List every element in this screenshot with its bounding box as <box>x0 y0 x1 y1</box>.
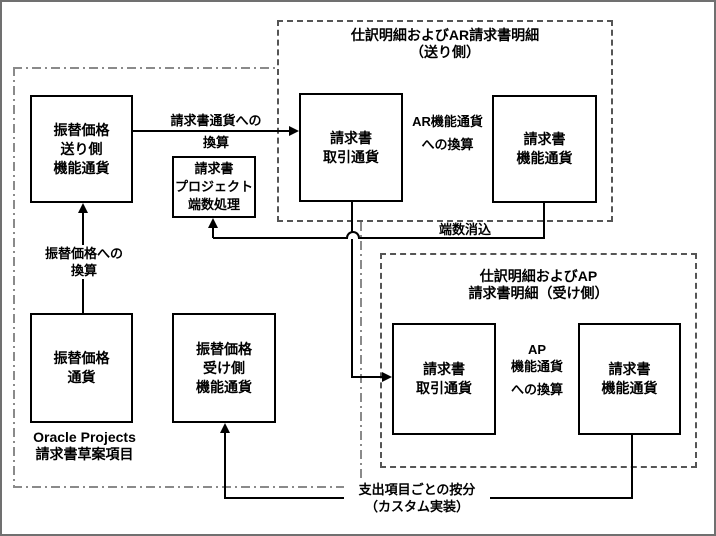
box-line: 請求書 <box>194 161 234 176</box>
box-line: 請求書 <box>608 361 651 377</box>
box-line: 取引通貨 <box>323 148 379 165</box>
arrowhead-to-tpsend-icon <box>78 203 88 213</box>
connector-proration-up <box>224 433 226 499</box>
left-region-caption-line1: Oracle Projects <box>33 429 136 445</box>
label-conv-ap-line3: への換算 <box>510 382 563 397</box>
box-line: 請求書 <box>330 129 372 146</box>
arrowhead-to-artxn-icon <box>289 126 299 136</box>
label-proration-line1: 支出項目ごとの按分 <box>358 482 476 497</box>
ap-region-title: 仕訳明細およびAP 請求書明細（受け側） <box>400 268 677 302</box>
left-region-border-left <box>13 67 15 488</box>
connector-apfunc-down <box>631 435 633 499</box>
box-line: 機能通貨 <box>53 159 110 176</box>
box-line: 送り側 <box>60 140 103 157</box>
arrowhead-to-tprecv-icon <box>220 423 230 433</box>
ar-region-title-line2: （送り側） <box>410 44 480 60</box>
box-ar-invoice-functional-currency: 請求書 機能通貨 <box>492 95 597 203</box>
box-line: 請求書 <box>523 131 566 147</box>
label-conv-tp: 振替価格への 換算 <box>40 245 128 279</box>
box-line: 機能通貨 <box>196 378 252 395</box>
box-line: 取引通貨 <box>416 380 472 396</box>
box-ap-invoice-functional-currency: 請求書 機能通貨 <box>578 323 681 435</box>
box-line: 請求書 <box>423 361 465 377</box>
line-hop <box>346 231 360 239</box>
box-transfer-price-currency: 振替価格 通貨 <box>30 313 133 423</box>
connector-rounding-up <box>212 227 214 238</box>
ar-region-title: 仕訳明細およびAR請求書明細 （送り側） <box>287 27 603 61</box>
label-conv-ar-line2: への換算 <box>421 137 474 152</box>
connector-artxn-to-aptxn <box>351 376 383 378</box>
box-invoice-project-rounding: 請求書 プロジェクト 端数処理 <box>172 156 256 218</box>
box-line: 機能通貨 <box>516 150 573 166</box>
left-region-border-right <box>360 222 362 488</box>
label-proration-line2: （カスタム実装） <box>364 499 469 514</box>
box-line: 機能通貨 <box>601 380 658 396</box>
box-transfer-price-send-functional: 振替価格 送り側 機能通貨 <box>30 95 133 203</box>
label-conv-ap-line2: 機能通貨 <box>510 359 563 374</box>
ap-region-title-line1: 仕訳明細およびAP <box>479 268 598 284</box>
arrowhead-to-rounding-icon <box>208 218 218 228</box>
box-line: 振替価格 <box>196 340 252 357</box>
connector-rounding-left-seg <box>213 237 346 239</box>
label-conv-ar-line1: AR機能通貨 <box>412 114 483 129</box>
left-region-border-bottom <box>13 486 362 488</box>
ap-region <box>380 253 697 468</box>
arrowhead-to-aptxn-icon <box>382 372 392 382</box>
connector-rounding-right-seg <box>360 237 545 239</box>
label-proration: 支出項目ごとの按分 （カスタム実装） <box>344 481 490 515</box>
label-conv-invoice-line2: 換算 <box>202 135 229 150</box>
box-transfer-price-recv-functional: 振替価格 受け側 機能通貨 <box>172 313 276 423</box>
connector-arfunc-down <box>543 203 545 239</box>
label-conv-tp-line1: 振替価格への <box>44 246 123 261</box>
box-line: 通貨 <box>67 369 96 385</box>
label-conv-tp-line2: 換算 <box>70 263 97 278</box>
box-ap-invoice-transaction-currency: 請求書 取引通貨 <box>392 323 496 435</box>
label-conv-invoice-line1: 請求書通貨への <box>170 113 262 128</box>
box-line: 振替価格 <box>53 350 110 366</box>
left-region-caption: Oracle Projects 請求書草案項目 <box>17 429 152 463</box>
ar-region-title-line1: 仕訳明細およびAR請求書明細 <box>350 27 540 43</box>
box-line: プロジェクト <box>174 179 253 194</box>
connector-send-to-artxn <box>133 130 291 132</box>
left-region-caption-line2: 請求書草案項目 <box>35 446 134 462</box>
ar-region <box>277 20 613 222</box>
box-line: 端数処理 <box>187 197 240 212</box>
left-region-border-top <box>13 67 277 69</box>
box-line: 受け側 <box>203 359 245 376</box>
box-ar-invoice-transaction-currency: 請求書 取引通貨 <box>299 93 403 202</box>
ap-region-title-line2: 請求書明細（受け側） <box>468 285 609 301</box>
label-conv-ap-line1: AP <box>527 342 547 357</box>
connector-artxn-down <box>351 202 353 378</box>
box-line: 振替価格 <box>53 121 110 138</box>
label-rounding-clear: 端数消込 <box>438 222 491 237</box>
